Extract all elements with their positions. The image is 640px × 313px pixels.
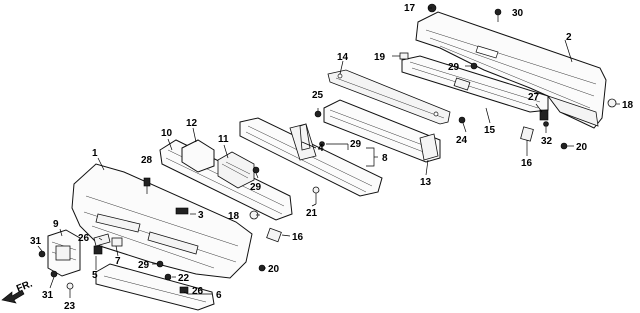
nut-29-upper-icon (470, 62, 478, 70)
callout-13: 13 (420, 177, 432, 188)
rear-upper-stay[interactable] (327, 69, 451, 125)
callout-11: 11 (218, 134, 229, 145)
clip-3[interactable] (175, 207, 189, 215)
callout-14: 14 (337, 52, 349, 63)
callout-22: 22 (178, 273, 190, 284)
callout-20-rear: 20 (576, 142, 588, 153)
callout-31-lower: 31 (42, 290, 54, 301)
spacer-block-12[interactable] (181, 139, 215, 173)
bolt-31-upper-icon (38, 250, 46, 258)
stay-4[interactable] (299, 123, 311, 151)
callout-23: 23 (64, 301, 76, 312)
nut-24-icon (458, 116, 466, 124)
bolt-19-icon (392, 52, 409, 60)
callout-29-mid: 29 (250, 182, 262, 193)
callout-12: 12 (186, 118, 198, 129)
direction-label: FR. (15, 278, 34, 294)
callout-1: 1 (92, 148, 98, 159)
clip-29-lower-icon (156, 260, 164, 268)
callout-24: 24 (456, 135, 468, 146)
rear-bracket-frame[interactable] (323, 99, 441, 163)
callout-20-front: 20 (268, 264, 280, 275)
callout-16-rear: 16 (521, 158, 533, 169)
bolt-23-icon (66, 282, 74, 290)
callout-27: 27 (528, 92, 540, 103)
callout-29-right: 29 (350, 139, 362, 150)
callout-3: 3 (198, 210, 204, 221)
callout-21: 21 (306, 208, 318, 219)
bolt-32-icon (543, 121, 549, 127)
callout-10: 10 (161, 128, 173, 139)
callout-9: 9 (53, 219, 59, 230)
callout-29-upper: 29 (448, 62, 460, 73)
callout-16-front: 16 (292, 232, 304, 243)
rear-bumper-beam[interactable] (401, 55, 549, 113)
grommet-5[interactable] (93, 245, 103, 255)
lower-spoiler[interactable] (95, 263, 215, 311)
callout-26-upper: 26 (78, 233, 90, 244)
callout-30: 30 (512, 8, 524, 19)
leader-lines (37, 7, 620, 298)
nut-25-icon (314, 110, 322, 118)
bolt-28-icon (143, 177, 151, 194)
callout-6: 6 (216, 290, 222, 301)
callout-5: 5 (92, 270, 98, 281)
side-bracket-16-rear[interactable] (520, 126, 534, 142)
rear-bumper-face[interactable] (415, 11, 607, 129)
nut-20-upper-icon (560, 142, 568, 150)
callout-25: 25 (312, 90, 324, 101)
callout-17: 17 (404, 3, 416, 14)
callout-19: 19 (374, 52, 386, 63)
callout-18-front: 18 (228, 211, 240, 222)
callout-29-lower: 29 (138, 260, 150, 271)
callout-7: 7 (115, 256, 121, 267)
side-bracket-16-front[interactable] (266, 227, 282, 243)
nut-29-right-icon (319, 141, 325, 147)
front-direction-indicator: FR. (1, 278, 34, 304)
callout-15: 15 (484, 125, 496, 136)
clip-22-icon (164, 273, 172, 281)
bracket-27[interactable] (539, 109, 549, 121)
bolt-21-icon (312, 186, 320, 204)
clip-7[interactable] (111, 237, 123, 247)
bracket-26-lower[interactable] (179, 286, 189, 294)
callout-26-lower: 26 (192, 286, 204, 297)
bolt-31-lower-icon (50, 270, 58, 278)
callout-4: 4 (318, 143, 324, 154)
callout-32: 32 (541, 136, 553, 147)
nut-29-mid-icon (252, 166, 260, 174)
nut-18-upper-icon (607, 98, 617, 108)
callout-2: 2 (566, 32, 572, 43)
callout-labels: 1 2 3 4 5 6 7 8 9 10 11 12 13 14 15 16 1… (30, 3, 634, 312)
callout-28: 28 (141, 155, 153, 166)
callout-8: 8 (382, 153, 388, 164)
callout-18-rear: 18 (622, 100, 634, 111)
front-arrow-icon (1, 289, 25, 304)
bolt-30-icon (494, 8, 502, 22)
callout-31-upper: 31 (30, 236, 42, 247)
license-plate-bracket[interactable] (47, 229, 81, 277)
front-bumper-beam[interactable] (239, 117, 383, 197)
spacer-block-11[interactable] (217, 151, 255, 189)
